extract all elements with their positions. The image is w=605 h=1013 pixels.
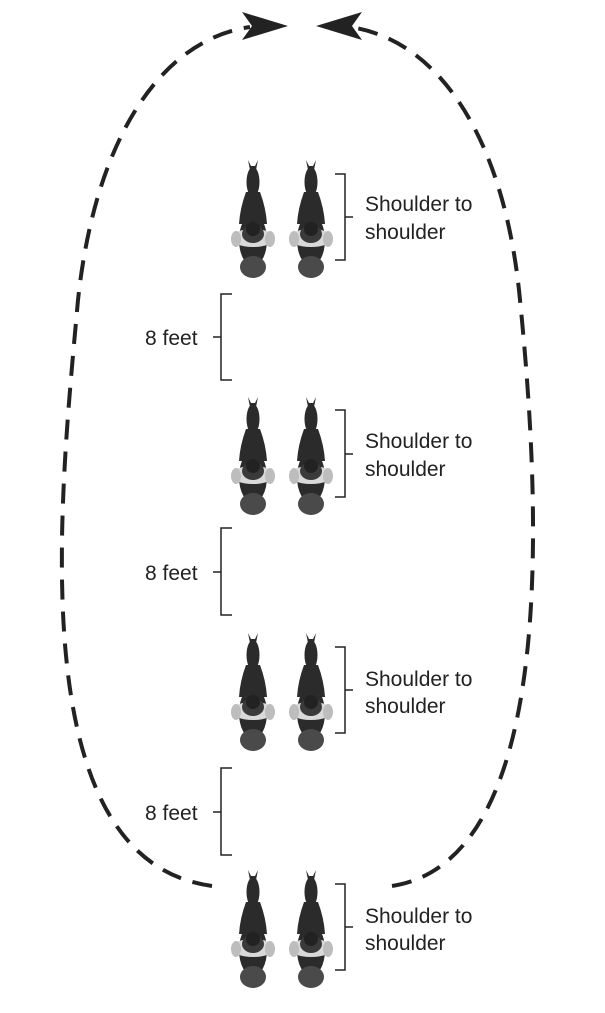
shoulder-label-4b: shoulder (365, 932, 446, 955)
dashed-track-right (349, 25, 536, 888)
gap-bracket-1 (213, 293, 232, 381)
gap-label-2: 8 feet (145, 562, 198, 585)
shoulder-bracket-4 (335, 883, 353, 971)
shoulder-bracket-3 (335, 646, 353, 734)
shoulder-label-2a: Shoulder to (365, 430, 472, 453)
horse-rider-icon (231, 397, 275, 515)
gap-label-3: 8 feet (145, 802, 198, 825)
shoulder-bracket-2 (335, 409, 353, 498)
gap-bracket-3 (213, 767, 232, 856)
horse-rider-icon (289, 870, 333, 988)
gap-label-1: 8 feet (145, 327, 198, 350)
shoulder-label-1a: Shoulder to (365, 193, 472, 216)
gap-bracket-2 (213, 527, 232, 616)
horse-rider-icon (231, 870, 275, 988)
horse-rider-icon (231, 633, 275, 751)
shoulder-label-3b: shoulder (365, 695, 446, 718)
horse-rider-icon (289, 160, 333, 278)
horse-pair-3 (231, 633, 333, 751)
horse-pair-1 (231, 160, 333, 278)
dashed-track (59, 25, 251, 888)
horse-rider-icon (231, 160, 275, 278)
shoulder-label-4a: Shoulder to (365, 905, 472, 928)
shoulder-label-1b: shoulder (365, 221, 446, 244)
horse-pair-2 (231, 397, 333, 515)
horse-rider-icon (289, 633, 333, 751)
horse-pair-4 (231, 870, 333, 988)
arrowhead-right-icon (242, 12, 288, 40)
shoulder-bracket-1 (335, 173, 353, 261)
arrowhead-left-icon (316, 12, 362, 40)
horse-rider-icon (289, 397, 333, 515)
shoulder-label-3a: Shoulder to (365, 668, 472, 691)
shoulder-label-2b: shoulder (365, 458, 446, 481)
